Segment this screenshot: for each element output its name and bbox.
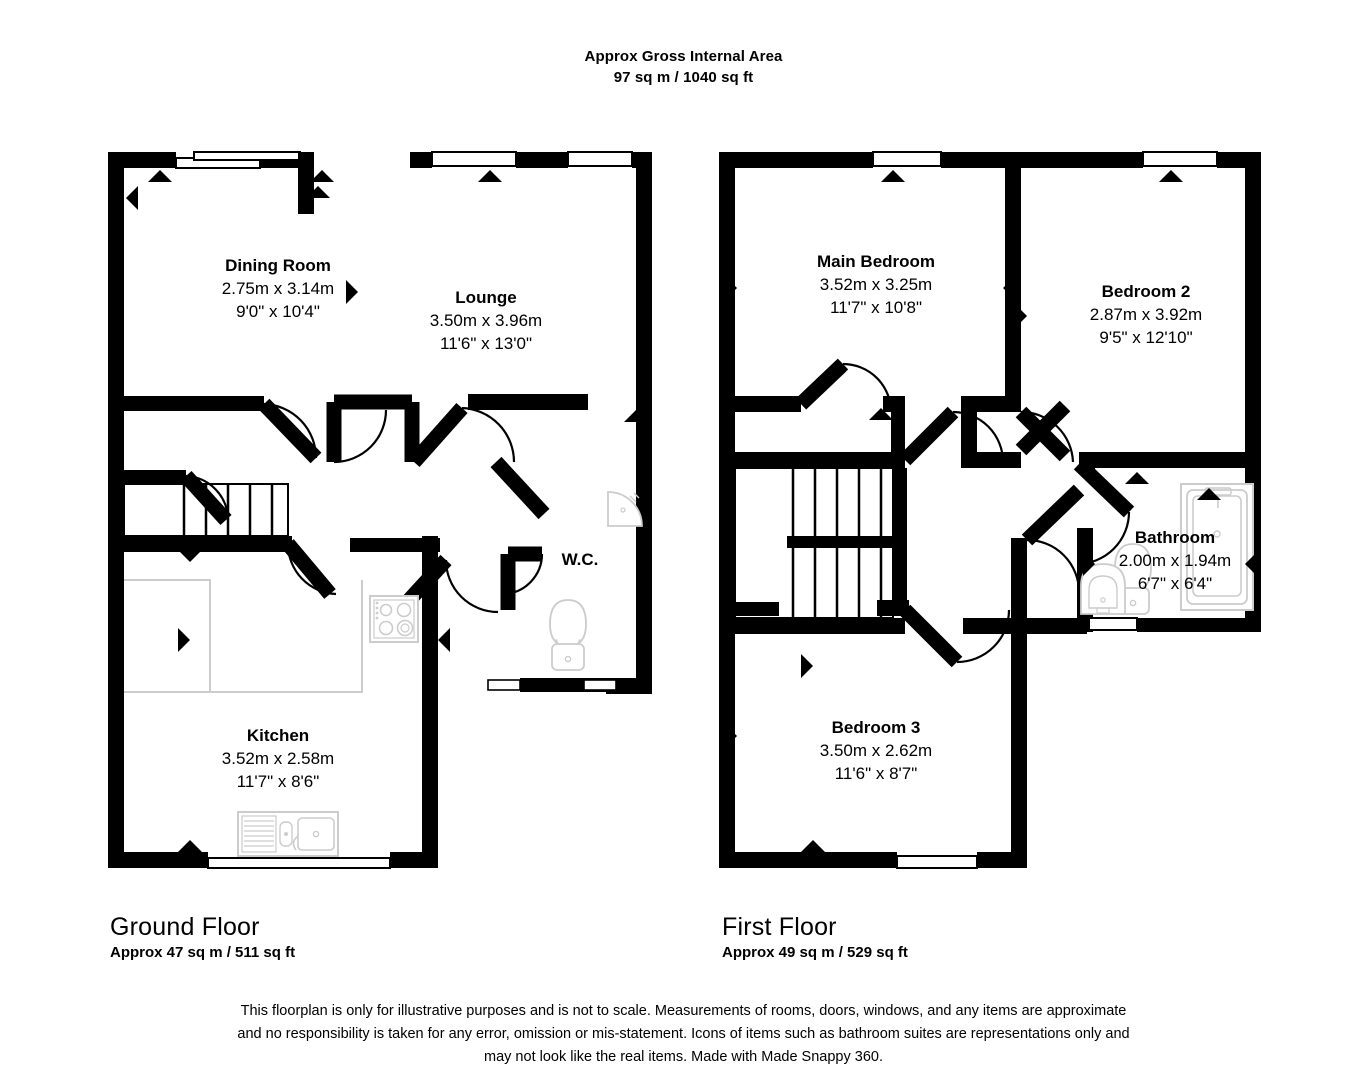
gf-staircase [123, 483, 289, 537]
ff-door-arcs [842, 362, 1131, 664]
room-name: Kitchen [246, 726, 310, 745]
toilet-icon-wc [549, 599, 587, 671]
disclaimer-line-2: and no responsibility is taken for any e… [237, 1026, 1130, 1042]
room-name: Lounge [455, 288, 517, 307]
room-dim-imperial: 11'7" x 10'8" [830, 298, 922, 317]
disclaimer-line-1: This floorplan is only for illustrative … [240, 1003, 1127, 1019]
gf-dimension-arrows [126, 170, 648, 852]
room-label-lounge: Lounge 3.50m x 3.96m 11'6" x 13'0" [386, 286, 586, 355]
room-label-main-bedroom: Main Bedroom 3.52m x 3.25m 11'7" x 10'8" [765, 250, 987, 319]
gia-area: 97 sq m / 1040 sq ft [613, 69, 754, 86]
gross-internal-area-header: Approx Gross Internal Area 97 sq m / 104… [0, 46, 1367, 88]
gf-kitchen-counter [124, 579, 363, 693]
room-dim-imperial: 6'7" x 6'4" [1137, 574, 1213, 593]
room-dim-imperial: 11'7" x 8'6" [236, 772, 320, 791]
gf-window-top-hall [193, 151, 301, 161]
gf-window-top-lounge-a [431, 151, 517, 167]
first-floor-svg [719, 151, 1261, 869]
floor-area: Approx 47 sq m / 511 sq ft [110, 944, 296, 961]
bathtub-icon [1180, 483, 1254, 611]
disclaimer-text: This floorplan is only for illustrative … [0, 1000, 1367, 1069]
room-label-kitchen: Kitchen 3.52m x 2.58m 11'7" x 8'6" [178, 724, 378, 793]
room-dim-metric: 2.87m x 3.92m [1089, 305, 1203, 324]
room-label-dining-room: Dining Room 2.75m x 3.14m 9'0" x 10'4" [178, 254, 378, 323]
room-name: Bedroom 2 [1101, 282, 1191, 301]
room-label-wc: W.C. [510, 548, 650, 571]
room-name: W.C. [561, 550, 599, 569]
room-dim-metric: 3.50m x 3.96m [429, 311, 543, 330]
ff-window-top-bedroom2 [1142, 151, 1218, 167]
room-dim-metric: 2.75m x 3.14m [221, 279, 335, 298]
room-name: Bathroom [1134, 528, 1216, 547]
room-name: Main Bedroom [816, 252, 936, 271]
room-dim-metric: 3.52m x 2.58m [221, 749, 335, 768]
gf-door-arcs [185, 402, 544, 614]
ff-staircase [734, 467, 894, 619]
gf-window-top-lounge-b [567, 151, 633, 167]
floor-title: Ground Floor [110, 913, 260, 941]
ground-floor-title-block: Ground Floor Approx 47 sq m / 511 sq ft [110, 912, 295, 964]
ff-dimension-arrows [725, 170, 1257, 852]
floor-area: Approx 49 sq m / 529 sq ft [722, 944, 908, 961]
sink-icon [237, 811, 339, 857]
room-dim-imperial: 9'0" x 10'4" [236, 302, 320, 321]
room-dim-metric: 3.50m x 2.62m [819, 741, 933, 760]
room-name: Dining Room [225, 256, 331, 275]
ff-hall-walls [795, 358, 1135, 668]
hob-icon [369, 595, 419, 643]
first-floor-title-block: First Floor Approx 49 sq m / 529 sq ft [722, 912, 908, 964]
floor-title: First Floor [722, 913, 837, 941]
ground-floor-svg [108, 151, 652, 869]
first-floor-plan: Main Bedroom 3.52m x 3.25m 11'7" x 10'8"… [705, 140, 1275, 880]
room-dim-metric: 2.00m x 1.94m [1118, 551, 1232, 570]
disclaimer-line-3: may not look like the real items. Made w… [484, 1049, 883, 1065]
room-label-bedroom-3: Bedroom 3 3.50m x 2.62m 11'6" x 8'7" [765, 716, 987, 785]
room-dim-imperial: 11'6" x 8'7" [834, 764, 918, 783]
ff-window-top-main-bedroom [872, 151, 942, 167]
gf-window-bottom-kitchen [207, 857, 391, 869]
room-dim-imperial: 11'6" x 13'0" [440, 334, 532, 353]
gf-hall-walls [180, 394, 550, 614]
ff-window-bathroom-bottom [1088, 617, 1138, 631]
ff-window-bottom-bedroom3 [896, 855, 978, 869]
ground-floor-plan: Dining Room 2.75m x 3.14m 9'0" x 10'4" L… [90, 140, 670, 880]
corner-basin-icon-wc [607, 491, 643, 527]
room-dim-imperial: 9'5" x 12'10" [1099, 328, 1193, 347]
gf-walls [108, 151, 652, 869]
gf-thresholds [487, 679, 617, 691]
gia-title: Approx Gross Internal Area [584, 48, 783, 65]
room-name: Bedroom 3 [831, 718, 921, 737]
room-label-bedroom-2: Bedroom 2 2.87m x 3.92m 9'5" x 12'10" [1035, 280, 1257, 349]
room-label-bathroom: Bathroom 2.00m x 1.94m 6'7" x 6'4" [1077, 526, 1273, 595]
room-dim-metric: 3.52m x 3.25m [819, 275, 933, 294]
